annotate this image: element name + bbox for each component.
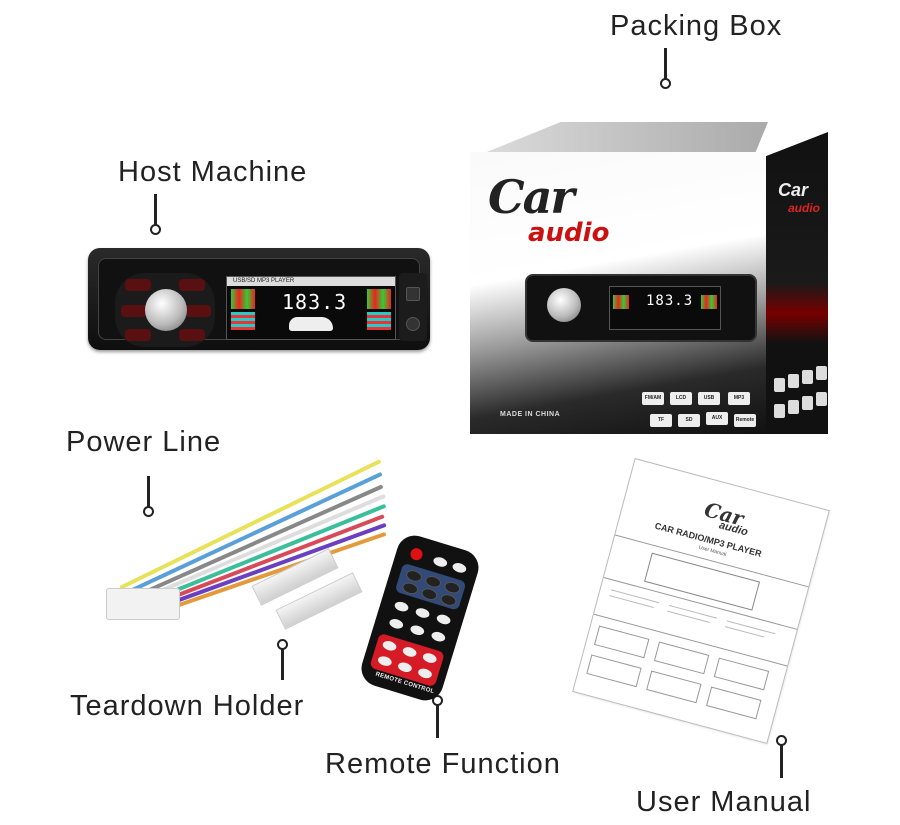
remote-playback-button <box>396 660 413 674</box>
box-brand-car: Car <box>488 170 575 224</box>
pin-remote-function <box>432 695 443 738</box>
side-feature-icon <box>774 378 785 392</box>
control-cluster <box>115 273 215 347</box>
volume-knob <box>145 289 187 331</box>
remote-playback-button <box>381 639 398 653</box>
remote-playback-button <box>417 667 434 680</box>
preset-button <box>185 305 211 317</box>
label-remote-function: Remote Function <box>325 748 561 780</box>
label-teardown-holder: Teardown Holder <box>70 690 305 722</box>
box-radio-knob <box>547 288 581 322</box>
feature-badge: AUX <box>706 412 728 425</box>
side-feature-icon <box>816 366 827 380</box>
side-brand-audio: audio <box>788 201 820 215</box>
manual-model-thumbnail <box>586 654 642 688</box>
manual-model-thumbnail <box>653 641 710 675</box>
remote-button <box>388 617 405 631</box>
manual-text-line <box>667 610 710 623</box>
preset-button <box>125 329 151 341</box>
label-packing-box: Packing Box <box>610 10 783 42</box>
display-header: USB/SD MP3 PLAYER <box>227 277 395 286</box>
box-radio-display: 183.3 <box>609 286 721 330</box>
box-eq-right <box>701 295 717 309</box>
remote-button <box>451 561 468 575</box>
pin-user-manual <box>776 735 787 778</box>
usb-aux-panel <box>399 273 427 341</box>
box-frequency-readout: 183.3 <box>646 293 694 309</box>
manual-brand-audio: audio <box>717 519 750 539</box>
feature-badge: SD <box>678 414 700 427</box>
wire-connector <box>106 588 180 620</box>
pin-power-line <box>143 476 154 517</box>
manual-panel-diagram <box>644 552 761 611</box>
remote-playback-button <box>421 651 438 665</box>
equalizer-left <box>231 289 255 309</box>
equalizer-left-lower <box>231 312 255 330</box>
remote-playback-button <box>401 645 418 659</box>
feature-badge: TF <box>650 414 672 427</box>
label-host-machine: Host Machine <box>118 156 308 188</box>
preset-button <box>121 305 147 317</box>
pin-host-machine <box>150 194 161 235</box>
radio-display: USB/SD MP3 PLAYER 183.3 <box>226 276 396 340</box>
box-eq-left <box>613 295 629 309</box>
radio-bezel: USB/SD MP3 PLAYER 183.3 <box>98 258 427 347</box>
label-user-manual: User Manual <box>636 786 812 818</box>
remote-power-button <box>409 546 424 562</box>
label-power-line: Power Line <box>66 426 222 458</box>
side-feature-icon <box>774 404 785 418</box>
manual-model-thumbnail <box>646 670 702 704</box>
remote-button <box>435 613 452 626</box>
power-line-harness <box>100 428 400 648</box>
remote-number-button <box>404 568 424 584</box>
remote-button <box>414 606 431 620</box>
side-feature-icon <box>802 396 813 410</box>
box-radio-image: 183.3 <box>525 274 757 342</box>
remote-button <box>393 600 410 613</box>
remote-playback-button <box>376 654 393 668</box>
feature-badge: USB <box>698 392 720 405</box>
side-brand-car: Car <box>778 180 809 200</box>
feature-badge: FM/AM <box>642 392 664 405</box>
side-feature-icon <box>788 400 799 414</box>
manual-model-thumbnail <box>594 625 650 659</box>
remote-number-button <box>420 586 439 602</box>
remote-number-button <box>439 592 458 608</box>
feature-badge: Remote <box>734 414 756 427</box>
remote-button <box>409 623 426 637</box>
remote-number-button <box>443 580 462 596</box>
feature-badge: LCD <box>670 392 692 405</box>
usb-port-icon <box>406 287 420 301</box>
side-feature-icon <box>816 392 827 406</box>
box-brand-audio: audio <box>528 218 610 248</box>
feature-badge: MP3 <box>728 392 750 405</box>
remote-button <box>432 555 449 569</box>
car-graphic-icon <box>289 317 333 331</box>
remote-button <box>430 630 447 644</box>
manual-model-thumbnail <box>713 657 770 691</box>
user-manual-document: Car audio CAR RADIO/MP3 PLAYER User Manu… <box>572 457 830 745</box>
remote-number-button <box>400 580 420 596</box>
equalizer-right <box>367 289 391 309</box>
pin-packing-box <box>660 48 671 89</box>
side-feature-icon <box>802 370 813 384</box>
preset-button <box>125 279 151 291</box>
manual-model-thumbnail <box>706 686 762 720</box>
host-machine-radio: USB/SD MP3 PLAYER 183.3 <box>88 248 430 350</box>
pin-teardown-holder <box>277 639 288 680</box>
equalizer-right-lower <box>367 312 391 330</box>
preset-button <box>179 329 205 341</box>
side-feature-icon <box>788 374 799 388</box>
preset-button <box>179 279 205 291</box>
aux-jack-icon <box>406 317 420 331</box>
made-in-china: MADE IN CHINA <box>500 411 561 418</box>
frequency-readout: 183.3 <box>282 290 348 314</box>
manual-text-line <box>609 595 654 608</box>
remote-number-button <box>423 574 443 590</box>
